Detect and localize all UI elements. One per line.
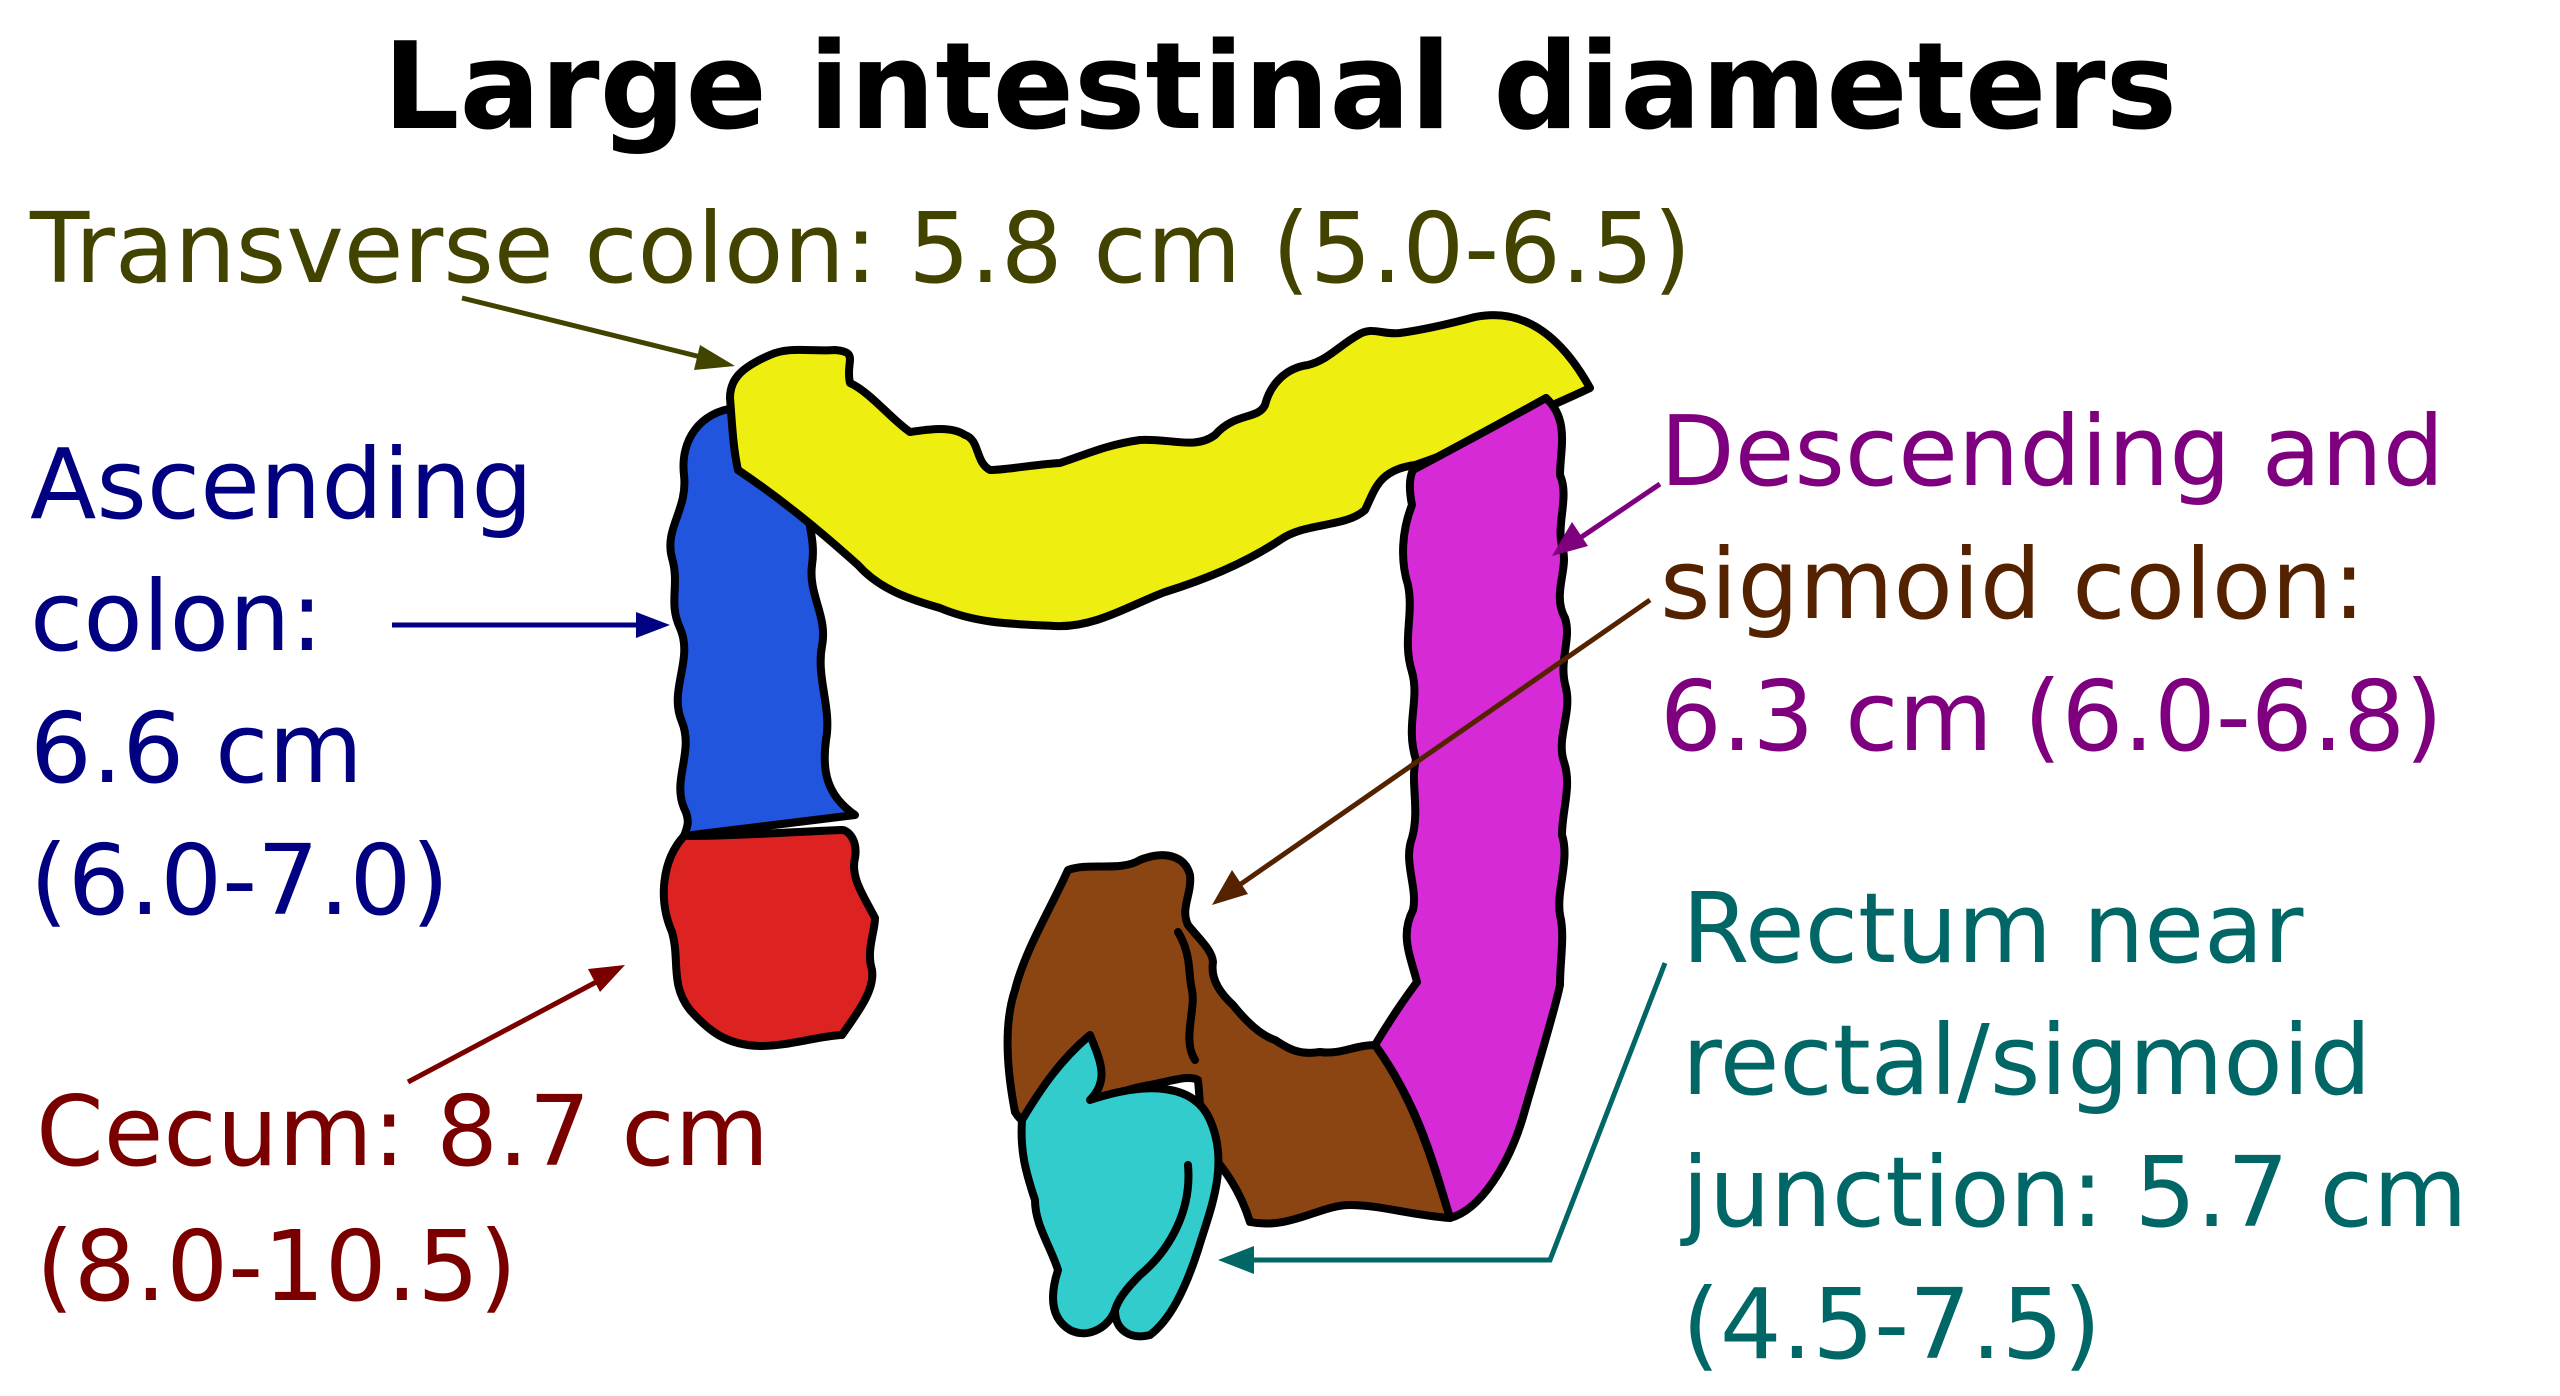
descending-colon-label: Descending and sigmoid colon: 6.3 cm (6.… [1660, 395, 2444, 773]
ascending-label-line-4: (6.0-7.0) [30, 824, 449, 937]
rectum-arrow [1250, 962, 1668, 1263]
page-title: Large intestinal diameters [383, 18, 2177, 157]
rectum-label: Rectum near rectal/sigmoid junction: 5.7… [1680, 872, 2467, 1381]
cecum-label-line-2: (8.0-10.5) [36, 1210, 517, 1323]
transverse-colon-label: Transverse colon: 5.8 cm (5.0-6.5) [29, 192, 1691, 305]
colon-illustration [659, 311, 1594, 1341]
ascending-arrow-head [636, 612, 670, 638]
rectum-label-line-2: rectal/sigmoid [1682, 1004, 2371, 1117]
sigmoid-arrow [1236, 597, 1652, 889]
ascending-label-line-1: Ascending [30, 428, 533, 541]
descending-label-line-1: Descending and [1660, 395, 2444, 508]
ascending-colon-label: Ascending colon: 6.6 cm (6.0-7.0) [30, 428, 533, 937]
rectum-fold-line [1111, 1161, 1193, 1314]
ascending-label-line-3: 6.6 cm [30, 692, 363, 805]
rectum-segment [1017, 1031, 1223, 1341]
descending-arrow [1578, 481, 1662, 541]
rectum-label-line-4: (4.5-7.5) [1682, 1268, 2101, 1381]
cecum-label: Cecum: 8.7 cm (8.0-10.5) [36, 1075, 769, 1323]
descending-label-line-2: sigmoid colon: [1660, 528, 2365, 641]
descending-label-line-3: 6.3 cm (6.0-6.8) [1660, 660, 2443, 773]
pointer-arrows [392, 295, 1668, 1274]
rectum-label-line-3: junction: 5.7 cm [1680, 1136, 2467, 1249]
transverse-arrow-head [694, 345, 735, 370]
transverse-arrow [461, 295, 706, 361]
rectum-arrow-head [1218, 1246, 1254, 1274]
cecum-arrow-head [588, 965, 625, 992]
cecum-arrow [406, 977, 602, 1085]
ascending-label-line-2: colon: [30, 560, 323, 673]
transverse-colon-segment [726, 311, 1594, 631]
rectum-label-line-1: Rectum near [1682, 872, 2303, 985]
descending-arrow-head [1552, 522, 1588, 556]
cecum-label-line-1: Cecum: 8.7 cm [36, 1075, 769, 1188]
sigmoid-fold-line [1174, 928, 1199, 1064]
cecum-segment [659, 826, 879, 1050]
sigmoid-arrow-head [1212, 870, 1248, 905]
